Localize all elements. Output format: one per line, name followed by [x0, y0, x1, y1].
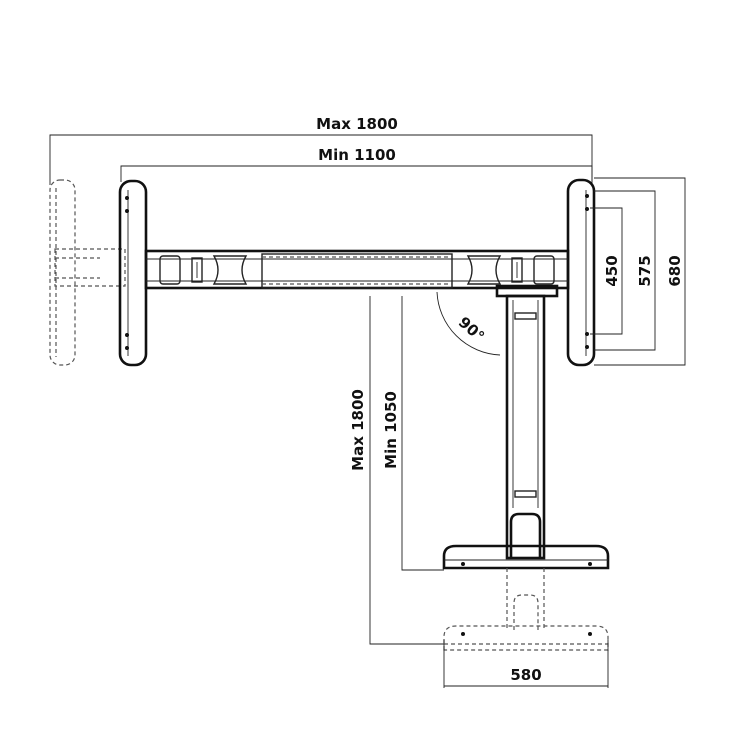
depth-min-label: Min 1050	[382, 391, 400, 469]
center-support	[495, 284, 559, 560]
width-max-label: Max 1800	[316, 115, 398, 133]
depth-max-label: Max 1800	[349, 389, 367, 471]
bracket-inner-label: 450	[603, 255, 621, 286]
extended-left-foot	[49, 179, 126, 366]
width-max-dimension: Max 1800	[49, 115, 593, 185]
width-min-label: Min 1100	[318, 146, 396, 164]
depth-min-dimension: Min 1050	[382, 296, 444, 571]
angle-mark: 90°	[436, 291, 501, 356]
width-min-dimension: Min 1100	[120, 146, 593, 182]
extended-center-foot	[443, 568, 609, 651]
foot-length-label: 580	[510, 666, 541, 684]
center-foot	[442, 544, 610, 570]
depth-max-dimension: Max 1800	[349, 296, 444, 645]
bracket-dimensions: 450 575 680	[590, 177, 686, 366]
foot-length-dimension: 580	[443, 640, 609, 688]
angle-label: 90°	[455, 313, 488, 345]
cross-beam	[144, 249, 570, 290]
left-end-leg	[118, 179, 148, 367]
bracket-middle-label: 575	[636, 255, 654, 286]
bracket-outer-label: 680	[666, 255, 684, 286]
